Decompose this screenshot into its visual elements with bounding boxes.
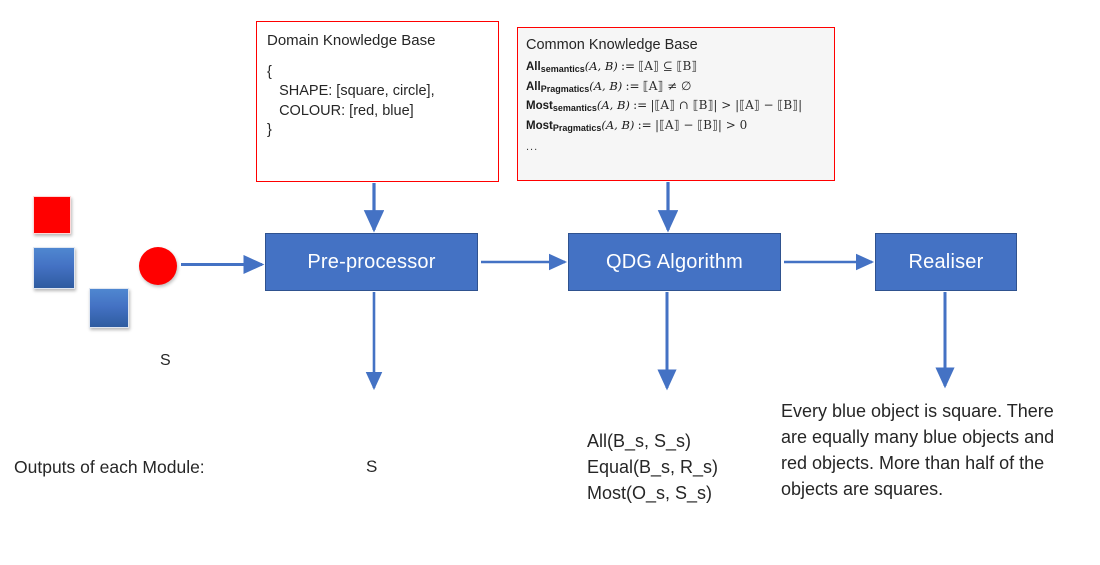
formula-row: AllPragmatics(A, B) := ⟦A⟧ ≠ ∅ bbox=[526, 77, 834, 96]
formula-quantifier-text: All bbox=[526, 80, 541, 93]
formula-args: (A, B) bbox=[584, 59, 618, 74]
module-label-realiser: Realiser bbox=[908, 250, 984, 273]
formula-quantifier: Allsemantics bbox=[526, 61, 585, 75]
formula-row: Allsemantics(A, B) := ⟦A⟧ ⊆ ⟦B⟧ bbox=[526, 57, 834, 76]
formula-subscript: semantics bbox=[552, 103, 597, 114]
formula-expression: ⟦A⟧ ⊆ ⟦B⟧ bbox=[638, 59, 698, 74]
output-realiser: Every blue object is square. There are e… bbox=[781, 401, 1055, 500]
module-box-qdg-algorithm[interactable]: QDG Algorithm bbox=[568, 233, 781, 291]
scene-shape-red-square bbox=[33, 196, 71, 234]
formula-subscript: Pragmatics bbox=[552, 122, 602, 133]
domain-knowledge-base-box: Domain Knowledge Base { SHAPE: [square, … bbox=[256, 21, 499, 182]
formula-operator: := bbox=[625, 78, 640, 93]
formula-quantifier: AllPragmatics bbox=[526, 80, 590, 94]
formula-operator: := bbox=[633, 98, 648, 113]
formula-quantifier-text: Most bbox=[526, 119, 553, 132]
output-qdg-algorithm: All(B_s, S_s) Equal(B_s, R_s) Most(O_s, … bbox=[587, 431, 719, 504]
formula-args: (A, B) bbox=[596, 98, 630, 113]
formula-args: (A, B) bbox=[589, 78, 623, 93]
formula-row: Mostsemantics(A, B) := |⟦A⟧ ∩ ⟦B⟧| > |⟦A… bbox=[526, 96, 834, 115]
common-knowledge-base-box: Common Knowledge Base Allsemantics(A, B)… bbox=[517, 27, 835, 181]
formula-subscript: Pragmatics bbox=[540, 83, 590, 94]
scene-shape-red-circle bbox=[139, 247, 177, 285]
scene-label: S bbox=[160, 352, 171, 369]
formula-quantifier-text: All bbox=[526, 61, 541, 74]
formula-operator: := bbox=[620, 59, 636, 74]
domain-knowledge-base-title: Domain Knowledge Base bbox=[267, 32, 436, 49]
outputs-caption: Outputs of each Module: bbox=[14, 457, 205, 477]
formula-quantifier: MostPragmatics bbox=[526, 119, 602, 133]
formula-more-ellipsis: ... bbox=[526, 141, 539, 153]
formula-quantifier: Mostsemantics bbox=[526, 100, 597, 114]
scene-shape-blue-square-1 bbox=[33, 247, 75, 289]
formula-expression: |⟦A⟧ − ⟦B⟧| > 0 bbox=[654, 117, 748, 132]
domain-knowledge-base-body: { SHAPE: [square, circle], COLOUR: [red,… bbox=[267, 63, 435, 139]
module-label-preprocessor: Pre-processor bbox=[307, 250, 436, 273]
module-label-qdg-algorithm: QDG Algorithm bbox=[605, 250, 744, 273]
common-knowledge-base-title: Common Knowledge Base bbox=[526, 37, 698, 53]
formula-args: (A, B) bbox=[601, 117, 635, 132]
formula-subscript: semantics bbox=[540, 64, 585, 75]
output-preprocessor: S bbox=[366, 457, 378, 476]
module-box-realiser[interactable]: Realiser bbox=[875, 233, 1017, 291]
formula-expression: ⟦A⟧ ≠ ∅ bbox=[642, 78, 692, 93]
formula-expression: |⟦A⟧ ∩ ⟦B⟧| > |⟦A⟧ − ⟦B⟧| bbox=[650, 98, 803, 113]
formula-operator: := bbox=[637, 117, 652, 132]
scene-shape-blue-square-2 bbox=[89, 288, 129, 328]
formula-row: MostPragmatics(A, B) := |⟦A⟧ − ⟦B⟧| > 0 bbox=[526, 116, 834, 135]
formula-quantifier-text: Most bbox=[526, 100, 553, 113]
module-box-preprocessor[interactable]: Pre-processor bbox=[265, 233, 478, 291]
common-knowledge-base-formulas: Allsemantics(A, B) := ⟦A⟧ ⊆ ⟦B⟧ AllPragm… bbox=[526, 57, 834, 156]
